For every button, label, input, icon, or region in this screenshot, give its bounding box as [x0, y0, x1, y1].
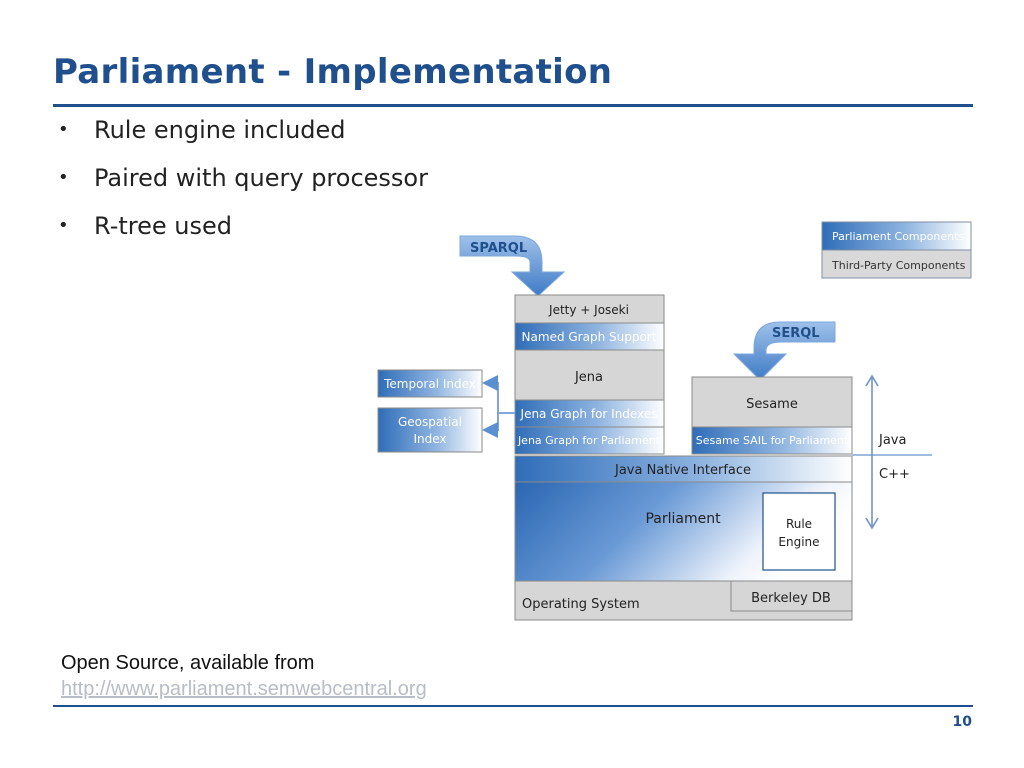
sesame-sail-label: Sesame SAIL for Parliament [696, 434, 849, 447]
jena-graph-parliament-label: Jena Graph for Parliament [517, 434, 661, 447]
footer-link[interactable]: http://www.parliament.semwebcentral.org [61, 678, 427, 700]
parliament-label: Parliament [645, 511, 721, 527]
bullet-dot-icon: • [58, 119, 69, 140]
named-graph-box [514, 322, 665, 351]
jni-box [514, 455, 853, 483]
connector-geospatial [482, 413, 499, 438]
java-label: Java [878, 433, 906, 448]
named-graph-label: Named Graph Support [522, 330, 657, 344]
arrow-down-icon [865, 517, 879, 530]
language-boundary: Java C++ [852, 374, 932, 530]
serql-arrow: SERQL [732, 321, 836, 381]
rule-engine-box [762, 492, 836, 571]
bullet-item: • Paired with query processor [58, 160, 428, 208]
cpp-label: C++ [879, 467, 910, 482]
serql-label: SERQL [772, 326, 820, 341]
rule-engine-label-line2: Engine [778, 535, 819, 549]
legend-parliament-label: Parliament Components [832, 230, 964, 243]
serql-arrow-icon [732, 321, 836, 381]
geospatial-index-box [377, 407, 483, 453]
geospatial-label-line1: Geospatial [398, 415, 462, 429]
berkeley-label: Berkeley DB [751, 591, 831, 606]
legend-third-party-swatch [821, 249, 972, 279]
footer-text: Open Source, available from [61, 652, 315, 674]
jena-graph-indexes-label: Jena Graph for Indexes [520, 407, 658, 421]
os-label: Operating System [522, 597, 640, 612]
sesame-stack: Sesame Sesame SAIL for Parliament [691, 376, 853, 455]
temporal-index-label: Temporal Index [383, 377, 476, 391]
arrow-up-icon [865, 374, 879, 387]
bullet-item: • R-tree used [58, 208, 428, 256]
title-divider [53, 104, 973, 107]
jena-graph-parliament-box [514, 426, 665, 455]
jena-stack: Jetty + Joseki Named Graph Support Jena … [514, 294, 665, 455]
bullet-dot-icon: • [58, 167, 69, 188]
sesame-label: Sesame [746, 397, 798, 412]
jetty-label: Jetty + Joseki [548, 303, 629, 317]
sparql-arrow: SPARQL [459, 235, 566, 297]
sesame-sail-box [691, 426, 853, 455]
index-boxes: Temporal Index Geospatial Index [377, 369, 515, 453]
temporal-index-box [377, 369, 483, 398]
bullet-text: Rule engine included [94, 116, 346, 144]
legend: Parliament Components Third-Party Compon… [821, 221, 972, 279]
jena-label: Jena [574, 370, 603, 385]
berkeley-box [730, 580, 853, 612]
page-number: 10 [952, 714, 972, 730]
jetty-box [514, 294, 665, 324]
bullet-item: • Rule engine included [58, 112, 428, 160]
sparql-label: SPARQL [470, 241, 527, 256]
sparql-arrow-icon [459, 235, 566, 297]
slide-title: Parliament - Implementation [53, 52, 613, 92]
bullet-list: • Rule engine included • Paired with query… [58, 112, 428, 256]
legend-third-party-label: Third-Party Components [831, 259, 966, 272]
bullet-text: R-tree used [94, 212, 232, 240]
geospatial-label-line2: Index [413, 432, 446, 446]
rule-engine-label-line1: Rule [786, 517, 812, 531]
connector-temporal [482, 375, 515, 414]
jni-label: Java Native Interface [614, 463, 751, 478]
footer-divider [53, 705, 973, 707]
sesame-box [691, 376, 853, 428]
jena-box [514, 349, 665, 401]
bullet-dot-icon: • [58, 215, 69, 236]
jena-graph-indexes-box [514, 399, 665, 428]
bullet-text: Paired with query processor [94, 164, 428, 192]
